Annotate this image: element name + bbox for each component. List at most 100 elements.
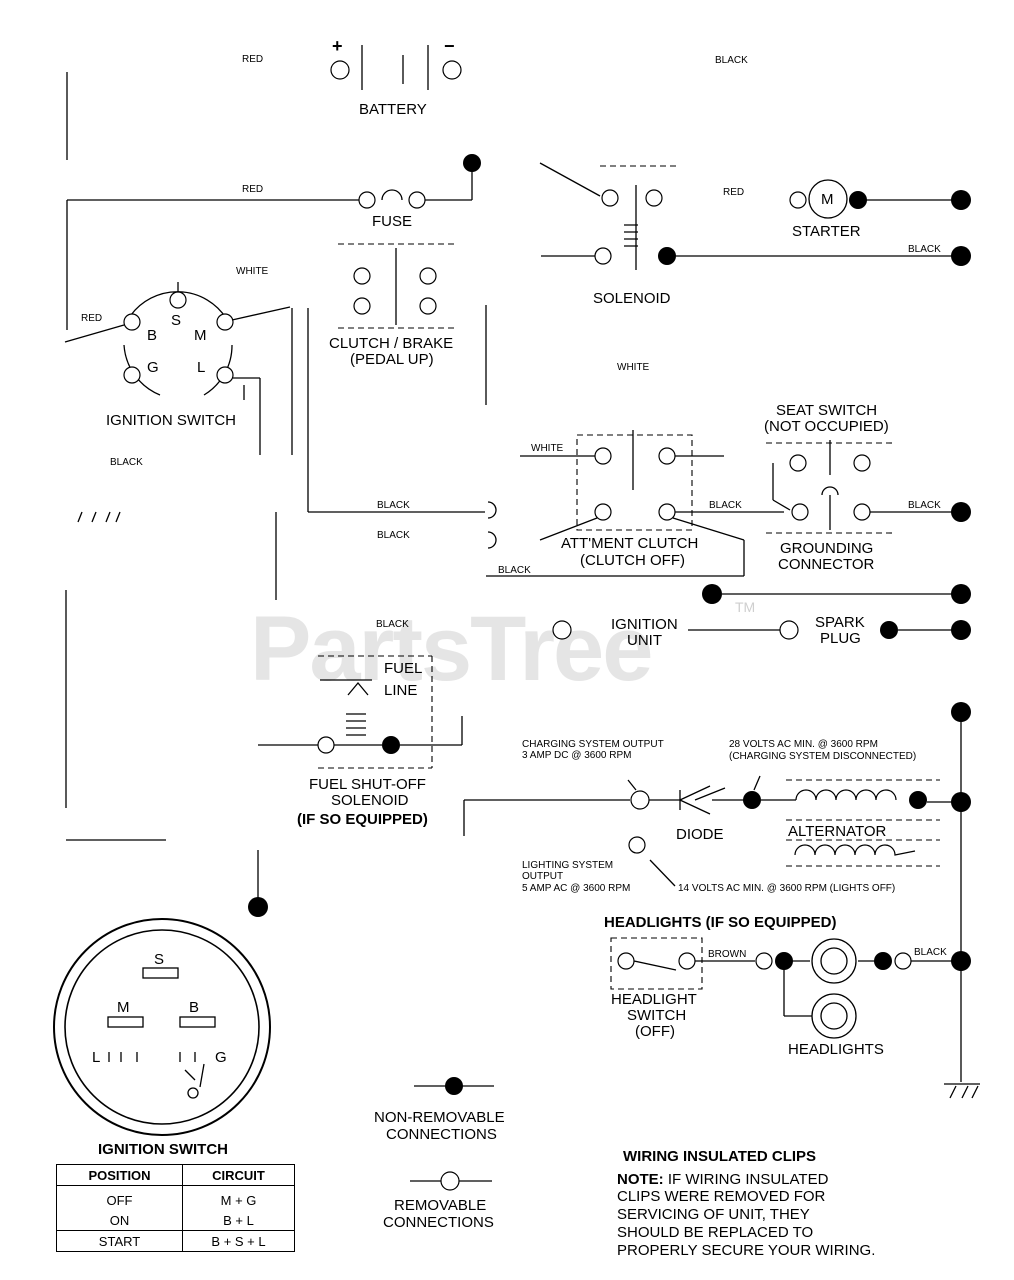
headlight-switch-label-3: (OFF): [635, 1023, 675, 1040]
ign-detail-l: L: [92, 1049, 100, 1066]
table-row: START B + S + L: [55, 1230, 295, 1252]
table-cell-position: START: [55, 1230, 184, 1252]
ign-detail-m: M: [117, 999, 130, 1016]
ground-bus: [927, 702, 980, 1099]
battery-label: BATTERY: [359, 101, 427, 118]
attment-clutch-label-1: ATT'MENT CLUTCH: [561, 535, 698, 552]
wire-black-fuel: BLACK: [376, 619, 409, 630]
charging-output-2: 3 AMP DC @ 3600 RPM: [522, 750, 631, 761]
legend-non-removable: [414, 1077, 494, 1095]
starter-label: STARTER: [792, 223, 861, 240]
note-line-4: SHOULD BE REPLACED TO: [617, 1224, 813, 1241]
wire-black-top: BLACK: [715, 55, 748, 66]
headlights-title: HEADLIGHTS (IF SO EQUIPPED): [604, 914, 837, 931]
attachment-clutch-switch: [486, 430, 784, 577]
fuel-solenoid-label-3: (IF SO EQUIPPED): [297, 811, 428, 828]
fuel-line-label-1: FUEL: [384, 660, 422, 677]
ign-b: B: [147, 327, 157, 344]
grounding-label-2: CONNECTOR: [778, 556, 875, 573]
volts28-1: 28 VOLTS AC MIN. @ 3600 RPM: [729, 739, 878, 750]
seat-switch: [766, 440, 971, 534]
wire-black-mid: BLACK: [377, 530, 410, 541]
table-cell-circuit: M + G: [182, 1185, 295, 1210]
volts14: 14 VOLTS AC MIN. @ 3600 RPM (LIGHTS OFF): [678, 883, 895, 894]
note-line-5: PROPERLY SECURE YOUR WIRING.: [617, 1242, 875, 1259]
note-title: WIRING INSULATED CLIPS: [623, 1148, 816, 1165]
headlight-switch-label-2: SWITCH: [627, 1007, 686, 1024]
lighting-1: LIGHTING SYSTEM: [522, 860, 613, 871]
ign-detail-b: B: [189, 999, 199, 1016]
battery-plus: +: [332, 36, 343, 56]
table-cell-circuit: B + S + L: [182, 1230, 295, 1252]
note-line-3: SERVICING OF UNIT, THEY: [617, 1206, 810, 1223]
ignition-circuit-table: POSITION CIRCUIT OFF M + G ON B + L STAR…: [55, 1164, 295, 1252]
legend-non-removable-1: NON-REMOVABLE: [374, 1109, 505, 1126]
diode-label: DIODE: [676, 826, 724, 843]
table-cell-position: OFF: [55, 1185, 184, 1210]
lighting-3: 5 AMP AC @ 3600 RPM: [522, 883, 630, 894]
ignition-switch: [64, 282, 291, 455]
legend-non-removable-2: CONNECTIONS: [386, 1126, 497, 1143]
ign-s: S: [171, 312, 181, 329]
clutch-brake-switch: [338, 243, 487, 405]
fuel-line-label-2: LINE: [384, 682, 417, 699]
battery: [330, 45, 462, 90]
wire-black-left: BLACK: [110, 457, 143, 468]
harness-wires: [65, 308, 485, 917]
table-row: OFF M + G: [55, 1185, 295, 1210]
table-row: ON B + L: [55, 1210, 295, 1231]
legend-removable-2: CONNECTIONS: [383, 1214, 494, 1231]
fuel-shutoff-solenoid: [258, 655, 463, 769]
attment-clutch-label-2: (CLUTCH OFF): [580, 552, 685, 569]
note-line-1: NOTE: IF WIRING INSULATED: [617, 1171, 829, 1188]
headlights-label: HEADLIGHTS: [788, 1041, 884, 1058]
ign-g: G: [147, 359, 159, 376]
legend-removable-1: REMOVABLE: [394, 1197, 486, 1214]
ign-detail-s: S: [154, 951, 164, 968]
headlight-circuit: [610, 937, 952, 1039]
wire-black-starter: BLACK: [908, 244, 941, 255]
wire-white-solenoid: WHITE: [617, 362, 650, 373]
ign-detail-title: IGNITION SWITCH: [98, 1141, 228, 1158]
battery-minus: −: [444, 36, 455, 56]
fuse: [66, 154, 481, 330]
table-header-position: POSITION: [55, 1164, 184, 1186]
starter-solenoid: [539, 162, 971, 270]
wire-red-top: RED: [242, 54, 263, 65]
wire-black-att-left: BLACK: [377, 500, 410, 511]
seat-switch-label-2: (NOT OCCUPIED): [764, 418, 889, 435]
wire-brown: BROWN: [708, 949, 746, 960]
wire-red-ign: RED: [81, 313, 102, 324]
table-cell-position: ON: [55, 1210, 184, 1231]
wire-black-bottom-loop: BLACK: [498, 565, 531, 576]
starter-motor: [789, 179, 971, 219]
table-cell-circuit: B + L: [182, 1210, 295, 1231]
grounding-label-1: GROUNDING: [780, 540, 873, 557]
lighting-2: OUTPUT: [522, 871, 563, 882]
alternator-label: ALTERNATOR: [788, 823, 887, 840]
wire-black-att-right: BLACK: [709, 500, 742, 511]
note-line-2: CLIPS WERE REMOVED FOR: [617, 1188, 826, 1205]
charging-system: [463, 775, 940, 887]
ign-l: L: [197, 359, 205, 376]
wire-black-headlight: BLACK: [914, 947, 947, 958]
wire-white-ign: WHITE: [236, 266, 269, 277]
wire-red-starter: RED: [723, 187, 744, 198]
spark-plug-label-1: SPARK: [815, 614, 865, 631]
charging-output-1: CHARGING SYSTEM OUTPUT: [522, 739, 664, 750]
ign-detail-g: G: [215, 1049, 227, 1066]
starter-m: M: [821, 191, 834, 208]
fuel-solenoid-label-1: FUEL SHUT-OFF: [309, 776, 426, 793]
solenoid-label: SOLENOID: [593, 290, 671, 307]
headlight-switch-label-1: HEADLIGHT: [611, 991, 697, 1008]
ignition-unit-label-1: IGNITION: [611, 616, 678, 633]
ignition-switch-detail: [53, 918, 271, 1136]
fuel-solenoid-label-2: SOLENOID: [331, 792, 409, 809]
ignition-switch-label: IGNITION SWITCH: [106, 412, 236, 429]
clutch-brake-label-2: (PEDAL UP): [350, 351, 434, 368]
ignition-unit: [552, 584, 971, 640]
wire-red-fuse: RED: [242, 184, 263, 195]
fuse-label: FUSE: [372, 213, 412, 230]
clutch-brake-label-1: CLUTCH / BRAKE: [329, 335, 453, 352]
